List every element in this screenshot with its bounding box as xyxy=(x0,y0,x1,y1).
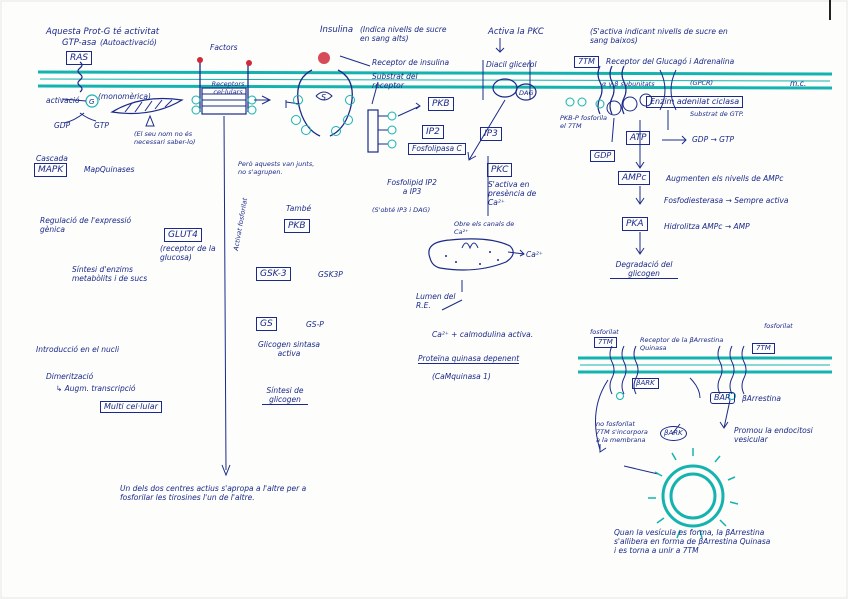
phosphorylated-label-left: fosforilat xyxy=(590,328,619,336)
gprotein-note-line1: Aquesta Prot-G té activitat xyxy=(46,27,160,37)
ip3-box: IP3 xyxy=(480,127,502,141)
ampc-box: AMPc xyxy=(618,171,651,185)
activates-pkc-label: Activa la PKC xyxy=(488,27,544,37)
pkbp-note: PKB-P fosforila el 7TM xyxy=(560,114,608,130)
phospholipase-c-box: Fosfolipasa C xyxy=(408,143,466,155)
calmodulin-label: Ca²⁺ + calmodulina activa. xyxy=(432,330,534,339)
er-lumen xyxy=(428,156,525,311)
mapquinases-label: MapQuinases xyxy=(84,165,135,174)
ip2-box: IP2 xyxy=(422,125,444,139)
glycogen-synthase-label: Glicogen sintasa activa xyxy=(258,340,320,358)
insulin-receptor: S xyxy=(285,52,371,137)
factors-label: Factors xyxy=(210,43,238,52)
7tm-box-right: 7TM xyxy=(752,343,775,354)
mapk-box: MAPK xyxy=(34,163,68,177)
7tm-box-top: 7TM xyxy=(574,56,599,68)
pkc-activation-note: S'activa en presència de Ca²⁺ xyxy=(488,180,537,207)
endocytosis-note: Promou la endocitosi vesicular xyxy=(734,426,813,444)
insulin-receptor-label: Receptor de insulina xyxy=(372,58,450,67)
ras-box: RAS xyxy=(66,51,93,65)
nucleus-entry-label: Introducció en el nucli xyxy=(36,345,120,354)
pka-box: PKA xyxy=(622,217,648,231)
enzyme-synthesis-label: Síntesi d'enzims metabòlits i de sucs xyxy=(72,265,148,283)
gdp-box: GDP xyxy=(590,150,616,162)
bar-box: BAR xyxy=(710,392,735,404)
subunits-label: α γ β subunitats xyxy=(602,80,655,88)
dependent-kinase-label: Proteïna quinasa depenent xyxy=(418,354,520,364)
gdp-gtp-label: GDP → GTP xyxy=(692,135,735,144)
pkb-box: PKB xyxy=(284,219,310,233)
glut4-note: (receptor de la glucosa) xyxy=(160,244,216,262)
cascada-label: Cascada xyxy=(36,154,68,163)
camkinase-label: (CaMquinasa 1) xyxy=(432,372,491,381)
ras-anchor xyxy=(77,61,83,93)
phosphorylated-label-right: fosforilat xyxy=(764,322,793,330)
gsp-label: GS-P xyxy=(306,320,324,329)
hydrolysis-label: Hidrolitza AMPc → AMP xyxy=(664,222,750,231)
adenylate-cyclase-box: Enzim adenilat ciclasa xyxy=(646,96,744,108)
barrestin-membrane xyxy=(578,345,832,475)
ampc-increase-label: Augmenten els nivells de AMPc xyxy=(666,174,784,183)
calcium-label: Ca²⁺ xyxy=(526,250,543,259)
glucagon-receptor-label: Receptor del Glucagó i Adrenalina xyxy=(606,57,735,66)
gpcr-label: (GPCR) xyxy=(690,79,714,87)
gpcr-receptor xyxy=(565,65,687,255)
dimeritzacio-label: Dimerització xyxy=(46,372,94,381)
receptor-units-note: Però aquests van junts, no s'agrupen. xyxy=(238,160,315,176)
er-lumen-label: Lumen del R.E. xyxy=(416,292,456,310)
svg-text:S: S xyxy=(321,93,326,102)
receptor-substrate xyxy=(367,81,421,153)
gdp-label-left: GDP xyxy=(54,121,71,130)
vesicle xyxy=(648,448,739,539)
dag-pkc-membrane xyxy=(467,38,537,161)
cell-receptors-label: Receptors cel·lulars xyxy=(211,80,245,96)
opens-ca-channels-label: Obre els canals de Ca²⁺ xyxy=(454,220,515,236)
nonphosphorylated-note: no fosforilat 7TM s'incorpora a la membr… xyxy=(596,420,648,444)
dag-label: DAG xyxy=(519,89,534,97)
insulin-note: (Indica nivells de sucre en sang alts) xyxy=(360,25,447,43)
gtp-label-left: GTP xyxy=(94,121,109,130)
gprotein-note-line2: GTP-asa xyxy=(62,38,97,48)
monomerica-label: (monomèrica) xyxy=(98,92,151,101)
receptor-substrate-label: Substrat del receptor xyxy=(372,72,418,90)
pkb-top-box: PKB xyxy=(428,97,454,111)
gtp-substrate-label: Substrat de GTP. xyxy=(690,110,744,118)
mc-label: m.c. xyxy=(790,79,807,88)
phosphodiesterase-label: Fosfodiesterasa → Sempre activa xyxy=(664,196,789,205)
ip3-dag-note: (S'obté IP3 i DAG) xyxy=(372,206,431,214)
bark-circle: βARK xyxy=(660,426,687,441)
multicellular-box: Multi cel·lular xyxy=(100,401,162,413)
insulin-label: Insulina xyxy=(320,25,354,35)
name-not-required-note: (El seu nom no és necessari saber-lo) xyxy=(134,130,196,146)
diacylglycerol-label: Diacil glicerol xyxy=(486,60,537,69)
activacio-label: activació xyxy=(46,96,80,105)
gsk3-box: GSK-3 xyxy=(256,267,291,281)
gene-expression-label: Regulació de l'expressió gènica xyxy=(40,216,132,234)
atp-box: ATP xyxy=(626,131,651,145)
active-centers-note: Un dels dos centres actius s'apropa a l'… xyxy=(120,484,307,502)
factors-receptors xyxy=(191,57,257,477)
phospholipid-label: Fosfolipid IP2 a IP3 xyxy=(387,178,437,196)
7tm-box-left: 7TM xyxy=(594,337,617,348)
svg-text:G: G xyxy=(89,98,95,106)
barrestin-receptor-label: Receptor de la βArrestina Quinasa xyxy=(640,336,724,352)
monomeric-protein xyxy=(110,97,184,115)
pkc-box: PKC xyxy=(487,163,513,177)
transcription-label: ↳ Augm. transcripció xyxy=(56,384,136,393)
bark-small-box: βARK xyxy=(632,378,659,389)
gsk3p-label: GSK3P xyxy=(318,270,343,279)
glycogen-degradation-label: Degradació del glicogen xyxy=(610,260,678,279)
gs-box: GS xyxy=(256,317,277,331)
vesicle-formation-note: Quan la vesícula es forma, la βArrestina… xyxy=(614,528,771,555)
tambe-label: També xyxy=(286,204,312,213)
barrestin-label: βArrestina xyxy=(742,394,781,403)
main-membrane xyxy=(37,70,833,90)
autoactivacio-note: (Autoactivació) xyxy=(100,38,157,47)
glut4-box: GLUT4 xyxy=(164,228,202,242)
low-glucose-note: (S'activa indicant nivells de sucre en s… xyxy=(590,27,728,45)
glycogen-synthesis-label: Síntesi de glicogen xyxy=(262,386,308,405)
